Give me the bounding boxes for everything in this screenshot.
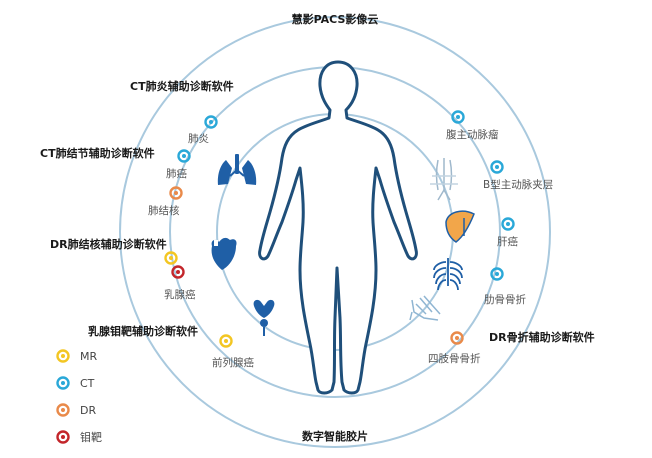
label-aortic-aneurysm: 腹主动脉瘤 — [446, 128, 499, 141]
legend-label-mr: MR — [80, 350, 97, 363]
label-pneumonia: 肺炎 — [188, 133, 209, 145]
title-top: 慧影PACS影像云 — [292, 12, 379, 26]
liver-icon — [445, 210, 475, 243]
legend-item-ct: CT — [56, 376, 95, 390]
marker-rib-fracture-ct — [490, 267, 504, 281]
legend-label-dr: DR — [80, 404, 96, 417]
software-ct-pneumonia: CT肺炎辅助诊断软件 — [130, 79, 234, 93]
software-dr-tb: DR肺结核辅助诊断软件 — [50, 237, 167, 251]
marker-aortic-aneurysm-ct — [451, 110, 465, 124]
marker-limb-fracture-dr — [450, 331, 464, 345]
marker-liver-cancer-ct — [501, 217, 515, 231]
marker-pneumonia-ct — [204, 115, 218, 129]
legend-item-dr: DR — [56, 403, 96, 417]
marker-tb-dr — [169, 186, 183, 200]
software-ct-nodule: CT肺结节辅助诊断软件 — [40, 146, 155, 160]
label-liver-cancer: 肝癌 — [497, 235, 518, 248]
legend-label-ct: CT — [80, 377, 95, 390]
legend-item-mr: MR — [56, 349, 97, 363]
label-prostate-cancer: 前列腺癌 — [212, 356, 254, 369]
label-tb: 肺结核 — [148, 204, 180, 217]
label-aortic-dissection: B型主动脉夹层 — [483, 178, 553, 191]
legend: MR CT DR 钼靶 — [56, 349, 102, 444]
marker-breast-target — [171, 265, 185, 279]
legend-item-target: 钼靶 — [56, 430, 102, 444]
legend-label-target: 钼靶 — [80, 430, 102, 444]
marker-lung-cancer-ct — [177, 149, 191, 163]
label-breast-cancer: 乳腺癌 — [164, 288, 196, 301]
label-limb-fracture: 四肢骨骨折 — [428, 352, 481, 365]
markers — [164, 110, 515, 348]
marker-aortic-dissection-ct — [490, 160, 504, 174]
software-mammo: 乳腺钼靶辅助诊断软件 — [88, 324, 198, 338]
ring-outer — [119, 16, 551, 448]
human-body-icon — [258, 60, 418, 395]
heart-icon — [211, 237, 237, 270]
title-bottom: 数字智能胶片 — [302, 429, 368, 443]
foot-bones-icon — [409, 295, 441, 321]
marker-breast-mr — [164, 251, 178, 265]
prostate-icon — [253, 299, 275, 336]
aorta-icon — [430, 158, 458, 201]
label-lung-cancer: 肺癌 — [166, 167, 187, 180]
lungs-icon — [217, 154, 257, 185]
label-rib-fracture: 肋骨骨折 — [484, 293, 526, 306]
marker-prostate-mr — [219, 334, 233, 348]
ribcage-icon — [433, 258, 463, 291]
software-dr-fracture: DR骨折辅助诊断软件 — [489, 330, 595, 344]
